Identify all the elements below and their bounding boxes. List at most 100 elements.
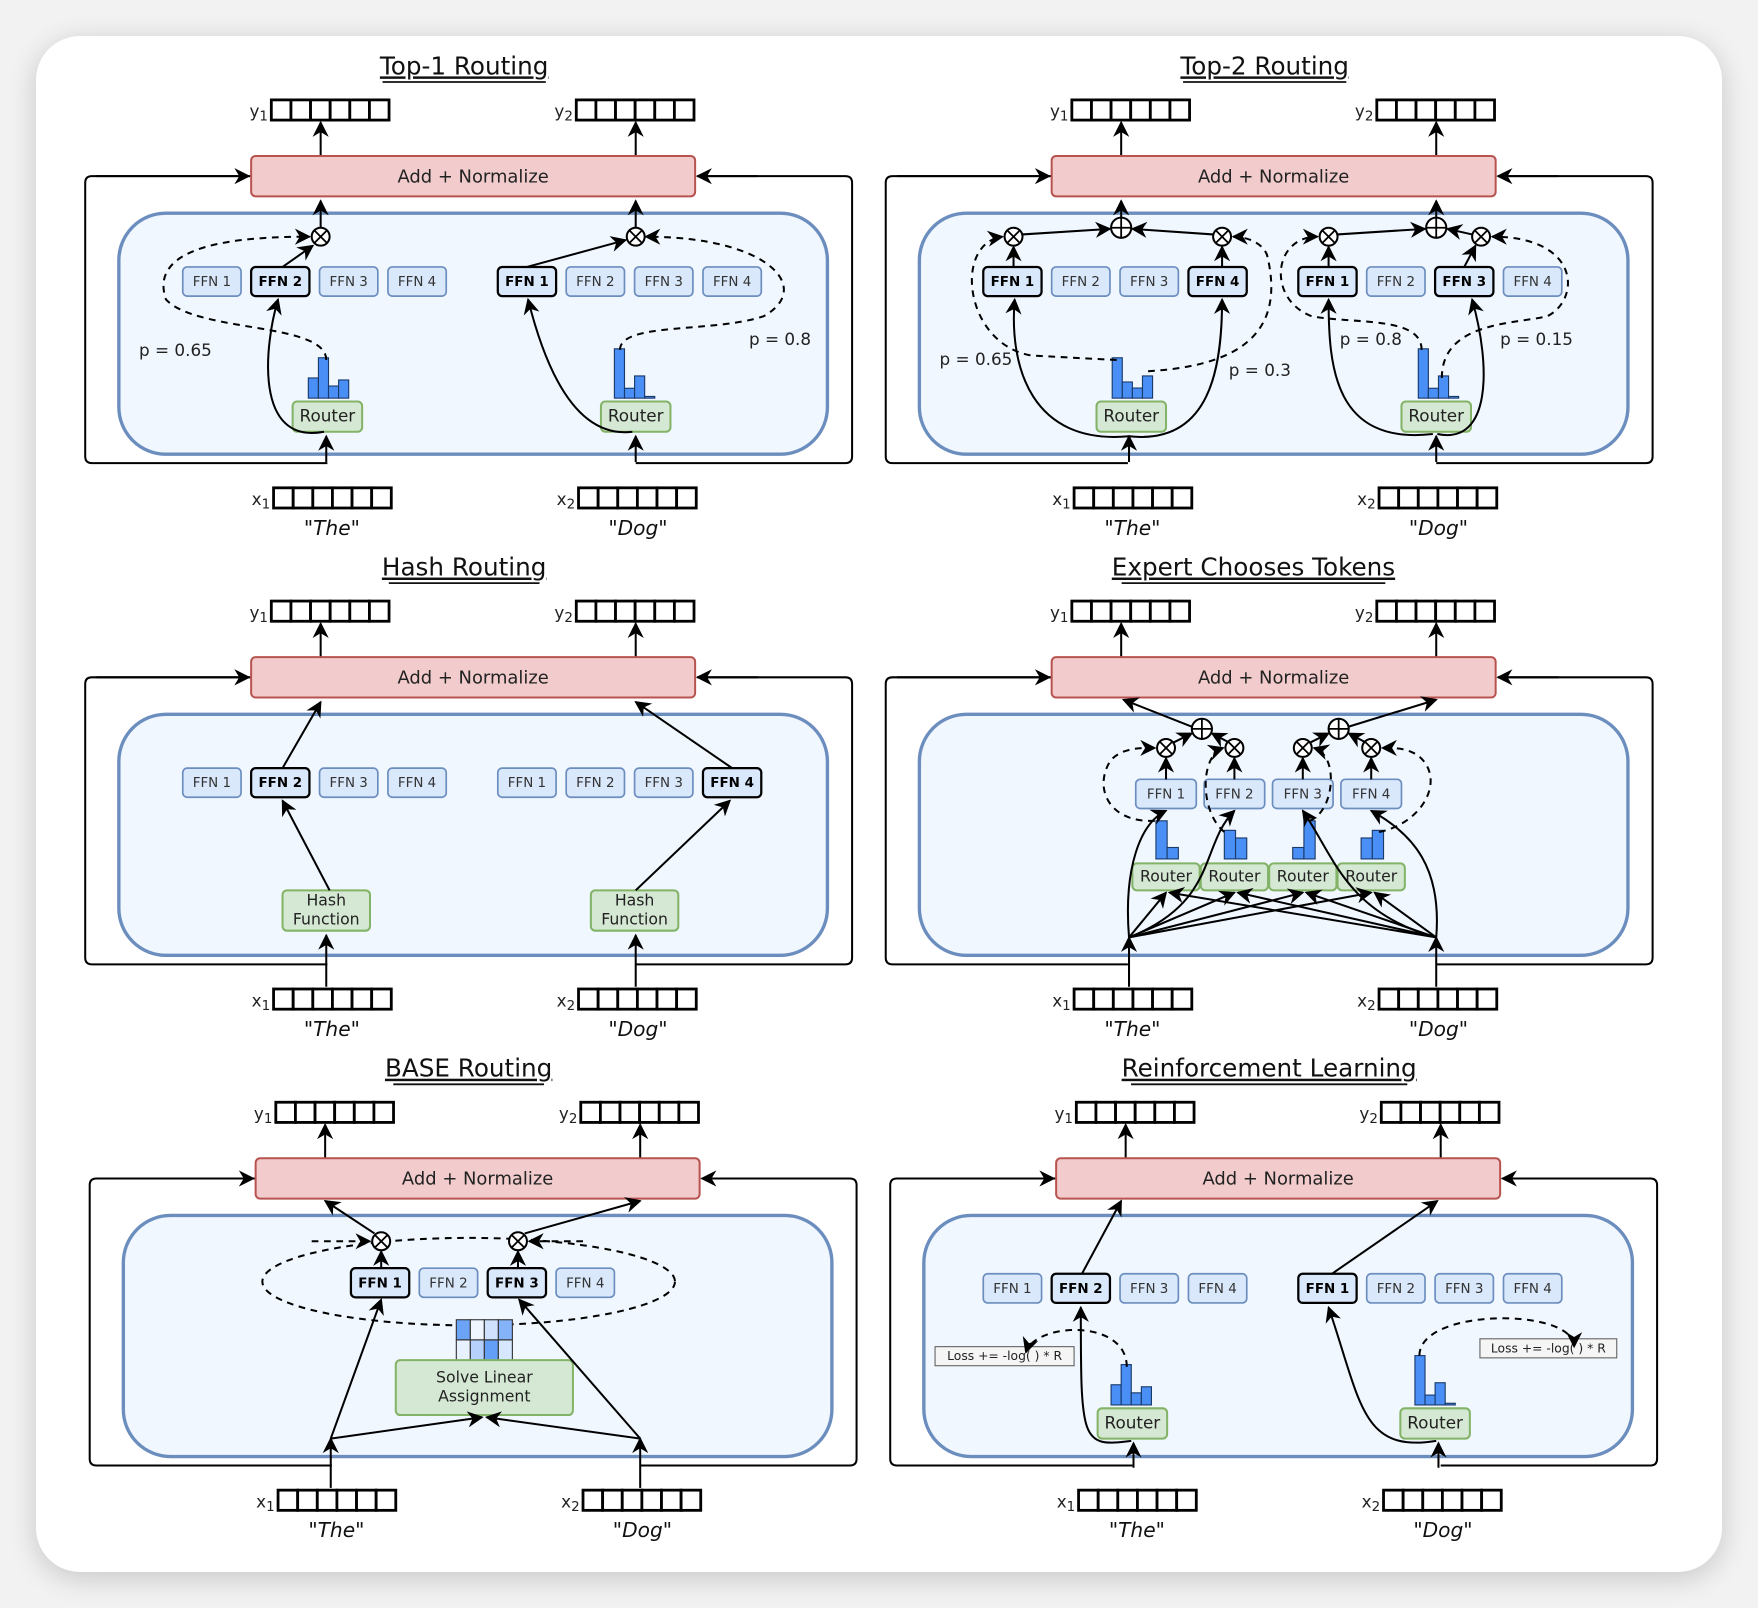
hash-function-box[interactable] [589, 889, 680, 932]
ffn-box[interactable] [387, 266, 448, 297]
ffn-expert[interactable]: FFN 2 [250, 265, 311, 298]
ffn-expert[interactable]: FFN 1 [181, 767, 242, 799]
hash-function-box[interactable] [281, 889, 371, 932]
router[interactable]: Router [291, 400, 364, 433]
router[interactable]: Router [1095, 400, 1168, 433]
add-normalize-block[interactable]: Add + Normalize [1055, 1157, 1502, 1200]
ffn-expert[interactable]: FFN 1 [982, 1272, 1043, 1304]
ffn-expert[interactable]: FFN 2 [1365, 266, 1426, 297]
add-normalize-block[interactable]: Add + Normalize [1050, 656, 1497, 699]
add-normalize-block[interactable]: Add + Normalize [250, 656, 697, 699]
ffn-box[interactable] [181, 767, 242, 799]
ffn-box[interactable] [1119, 1272, 1180, 1304]
ffn-box[interactable] [1365, 266, 1426, 297]
ffn-box[interactable] [702, 266, 763, 297]
ffn-expert[interactable]: FFN 1 [982, 265, 1043, 298]
ffn-box[interactable] [1187, 265, 1248, 298]
ffn-box[interactable] [633, 266, 694, 297]
router[interactable]: Router [1400, 400, 1472, 433]
ffn-expert[interactable]: FFN 4 [702, 266, 763, 297]
ffn-box[interactable] [387, 767, 448, 799]
ffn-expert[interactable]: FFN 4 [387, 767, 448, 799]
ffn-expert[interactable]: FFN 3 [486, 1267, 548, 1299]
router[interactable]: Router [1399, 1407, 1471, 1440]
ffn-expert[interactable]: FFN 1 [496, 767, 557, 799]
add-normalize-box[interactable] [1055, 1157, 1502, 1200]
ffn-box[interactable] [565, 767, 626, 799]
ffn-expert[interactable]: FFN 1 [181, 266, 242, 297]
ffn-expert[interactable]: FFN 2 [1050, 266, 1111, 297]
ffn-expert[interactable]: FFN 3 [1119, 266, 1180, 297]
ffn-expert[interactable]: FFN 1 [349, 1267, 411, 1299]
router[interactable]: Router [599, 400, 672, 433]
ffn-expert[interactable]: FFN 2 [1365, 1272, 1426, 1304]
ffn-expert[interactable]: FFN 4 [1187, 265, 1248, 298]
router-box[interactable] [1096, 1407, 1169, 1440]
ffn-box[interactable] [1187, 1272, 1248, 1304]
ffn-box[interactable] [181, 266, 242, 297]
add-normalize-box[interactable] [250, 656, 697, 699]
ffn-box[interactable] [1297, 1272, 1358, 1305]
ffn-box[interactable] [486, 1267, 548, 1299]
ffn-box[interactable] [1297, 265, 1358, 298]
ffn-expert[interactable]: FFN 1 [1134, 778, 1198, 810]
router[interactable]: Router [1268, 862, 1338, 892]
ffn-box[interactable] [1050, 1272, 1112, 1305]
ffn-expert[interactable]: FFN 3 [633, 767, 694, 799]
add-normalize-box[interactable] [254, 1157, 701, 1200]
ffn-expert[interactable]: FFN 4 [1502, 1272, 1563, 1304]
ffn-box[interactable] [633, 767, 694, 799]
ffn-box[interactable] [418, 1267, 479, 1299]
router[interactable]: Router [1199, 862, 1270, 892]
router-box[interactable] [291, 400, 364, 433]
ffn-box[interactable] [565, 266, 626, 297]
ffn-expert[interactable]: FFN 2 [418, 1267, 479, 1299]
ffn-expert[interactable]: FFN 3 [1434, 1272, 1495, 1304]
router[interactable]: Router [1336, 862, 1406, 892]
ffn-expert[interactable]: FFN 4 [387, 266, 448, 297]
ffn-expert[interactable]: FFN 1 [1297, 1272, 1358, 1305]
ffn-expert[interactable]: FFN 3 [1433, 265, 1495, 298]
router-box[interactable] [1400, 400, 1472, 433]
ffn-box[interactable] [250, 265, 311, 298]
router[interactable]: Router [1131, 862, 1201, 892]
ffn-expert[interactable]: FFN 3 [633, 266, 694, 297]
ffn-box[interactable] [982, 1272, 1043, 1304]
ffn-expert[interactable]: FFN 2 [1050, 1272, 1112, 1305]
ffn-box[interactable] [496, 767, 557, 799]
router-box[interactable] [1095, 400, 1168, 433]
ffn-box[interactable] [349, 1267, 411, 1299]
solve-linear-assignment-box[interactable] [394, 1359, 574, 1417]
ffn-box[interactable] [1119, 266, 1180, 297]
add-normalize-block[interactable]: Add + Normalize [1050, 154, 1497, 198]
ffn-expert[interactable]: FFN 2 [250, 767, 311, 799]
ffn-box[interactable] [555, 1267, 616, 1299]
ffn-expert[interactable]: FFN 3 [1271, 778, 1334, 810]
ffn-box[interactable] [1434, 1272, 1495, 1304]
ffn-expert[interactable]: FFN 4 [1340, 778, 1403, 810]
ffn-box[interactable] [1050, 266, 1111, 297]
ffn-expert[interactable]: FFN 2 [565, 767, 626, 799]
ffn-expert[interactable]: FFN 1 [496, 265, 558, 298]
ffn-box[interactable] [982, 265, 1043, 298]
ffn-expert[interactable]: FFN 4 [701, 767, 763, 799]
router-box[interactable] [1399, 1407, 1471, 1440]
ffn-expert[interactable]: FFN 4 [1502, 266, 1563, 297]
ffn-box[interactable] [1365, 1272, 1426, 1304]
add-normalize-block[interactable]: Add + Normalize [254, 1157, 701, 1200]
ffn-box[interactable] [1502, 1272, 1563, 1304]
router-box[interactable] [599, 400, 672, 433]
ffn-expert[interactable]: FFN 2 [1203, 778, 1266, 810]
ffn-box[interactable] [250, 767, 311, 799]
ffn-expert[interactable]: FFN 1 [1297, 265, 1358, 298]
ffn-expert[interactable]: FFN 4 [1187, 1272, 1248, 1304]
add-normalize-box[interactable] [1050, 656, 1497, 699]
ffn-expert[interactable]: FFN 3 [1119, 1272, 1180, 1304]
ffn-box[interactable] [318, 266, 379, 297]
ffn-box[interactable] [318, 767, 379, 799]
add-normalize-box[interactable] [1050, 154, 1497, 198]
ffn-expert[interactable]: FFN 4 [555, 1267, 616, 1299]
ffn-expert[interactable]: FFN 2 [565, 266, 626, 297]
